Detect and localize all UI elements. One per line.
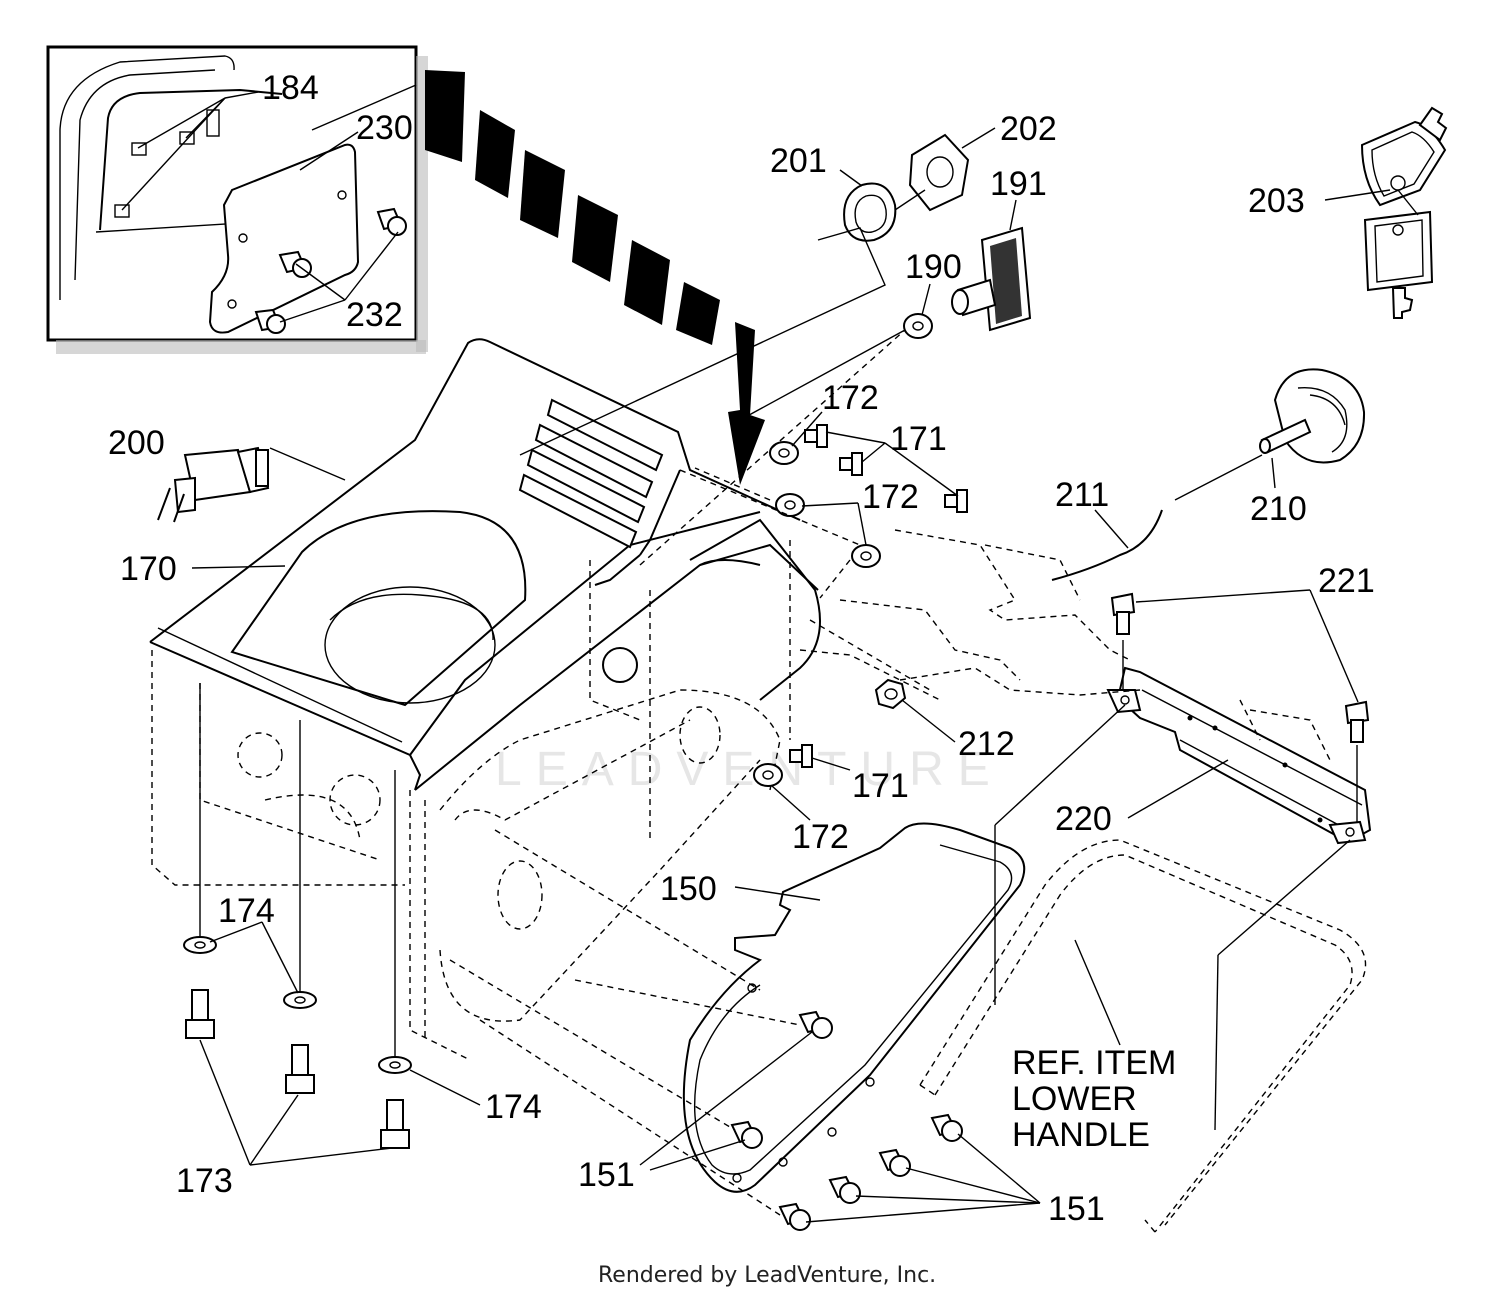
nut-212 <box>874 678 907 710</box>
cap-201 <box>843 182 897 242</box>
dash-panel-170 <box>149 338 931 1061</box>
inset-detail <box>46 45 428 354</box>
callout-184: 184 <box>262 69 319 107</box>
callout-151-left: 151 <box>578 1156 635 1194</box>
screw-232-b <box>254 308 286 334</box>
hardware-171-172 <box>753 424 968 787</box>
vent-slots <box>518 398 664 549</box>
callout-200: 200 <box>108 424 165 462</box>
callout-171-top: 171 <box>890 420 947 458</box>
footer-credit: Rendered by LeadVenture, Inc. <box>598 1263 936 1288</box>
cable-211 <box>1051 509 1163 581</box>
hardware-173-174 <box>183 936 412 1149</box>
keys-203 <box>1360 106 1448 319</box>
switch-200 <box>157 446 270 523</box>
callout-174-lower: 174 <box>485 1088 542 1126</box>
callout-171-bottom: 171 <box>852 767 909 805</box>
callout-202: 202 <box>1000 110 1057 148</box>
callout-172-top: 172 <box>822 379 879 417</box>
callout-203: 203 <box>1248 182 1305 220</box>
callout-172-bottom: 172 <box>792 818 849 856</box>
callout-150: 150 <box>660 870 717 908</box>
callout-232: 232 <box>346 296 403 334</box>
detail-arrow <box>425 70 765 485</box>
knob-191 <box>951 226 1032 332</box>
callout-174-upper: 174 <box>218 892 275 930</box>
callout-172-mid: 172 <box>862 478 919 516</box>
ref-note-line-3: HANDLE <box>1012 1116 1150 1154</box>
callout-151-right: 151 <box>1048 1190 1105 1228</box>
callout-190: 190 <box>905 248 962 286</box>
callout-191: 191 <box>990 165 1047 203</box>
watermark: LEADVENTURE <box>495 743 1004 796</box>
ref-note-line-1: REF. ITEM <box>1012 1044 1176 1082</box>
bracket-220 <box>1106 666 1372 845</box>
bolts-221 <box>1110 592 1370 743</box>
belt-cover-150 <box>682 822 1026 1193</box>
callout-201: 201 <box>770 142 827 180</box>
screw-232-c <box>376 207 407 236</box>
callout-230: 230 <box>356 109 413 147</box>
callout-212: 212 <box>958 725 1015 763</box>
callout-221: 221 <box>1318 562 1375 600</box>
ref-note-line-2: LOWER <box>1012 1080 1137 1118</box>
callout-220: 220 <box>1055 800 1112 838</box>
callout-170: 170 <box>120 550 177 588</box>
grommet-190 <box>903 313 933 339</box>
bolts-151 <box>730 1010 963 1231</box>
callout-211: 211 <box>1055 476 1109 514</box>
knob-210 <box>1259 368 1366 464</box>
callout-210: 210 <box>1250 490 1307 528</box>
callout-173: 173 <box>176 1162 233 1200</box>
lower-handle-ref <box>919 839 1367 1233</box>
nut-202 <box>908 133 970 212</box>
